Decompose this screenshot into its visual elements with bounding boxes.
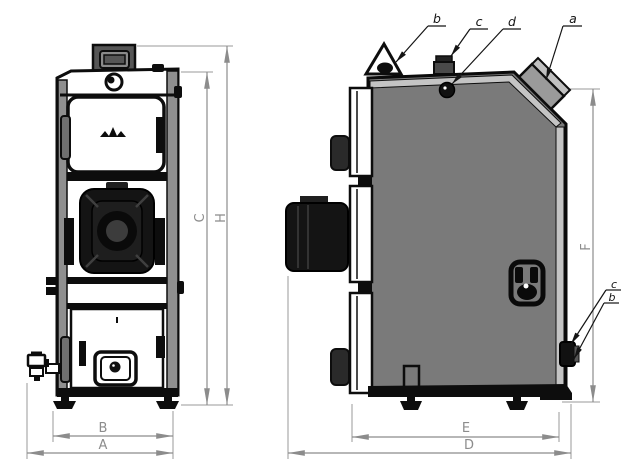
callout-label-a: a bbox=[569, 11, 577, 26]
side-body bbox=[366, 70, 568, 394]
upper-door-latch bbox=[60, 115, 71, 160]
front-foot-right bbox=[156, 401, 179, 409]
middle-door-hinge-right bbox=[155, 218, 165, 265]
lower-door-latch bbox=[60, 336, 71, 383]
separator-bar-1 bbox=[67, 172, 167, 181]
dim-label-E: E bbox=[462, 421, 470, 436]
leader-rear-c bbox=[570, 289, 607, 345]
upper-door-handle bbox=[330, 135, 350, 171]
callout-label-rear-b: b bbox=[609, 291, 616, 304]
dim-label-H: H bbox=[214, 213, 229, 223]
front-base-bar bbox=[57, 388, 178, 397]
leader-d bbox=[451, 28, 504, 85]
lower-door-edge bbox=[348, 291, 374, 395]
callout-leaders bbox=[395, 25, 621, 360]
middle-door-hinge-left bbox=[64, 218, 74, 265]
door-lock bbox=[508, 259, 546, 307]
right-edge-bump-lower bbox=[177, 281, 184, 294]
left-edge-tab-2 bbox=[46, 287, 57, 295]
callout-label-b: b bbox=[433, 11, 441, 26]
sensor-cap bbox=[433, 55, 455, 75]
lifting-lug bbox=[363, 41, 404, 76]
lower-door bbox=[60, 307, 165, 390]
door-viewport bbox=[93, 350, 138, 387]
side-foot-front bbox=[400, 401, 422, 410]
callout-label-rear-c: c bbox=[611, 278, 617, 291]
thermometer-knob bbox=[104, 72, 124, 92]
dim-label-C: C bbox=[193, 213, 208, 222]
upper-door-hinge bbox=[156, 117, 165, 153]
dim-label-F: F bbox=[579, 243, 594, 250]
upper-door bbox=[60, 95, 166, 174]
fan-motor bbox=[285, 196, 349, 272]
upper-door-edge bbox=[348, 86, 374, 178]
front-feet bbox=[53, 397, 179, 409]
top-right-bump bbox=[152, 64, 164, 72]
drain-valve bbox=[26, 351, 60, 381]
side-base-bar bbox=[368, 384, 572, 400]
middle-door-edge bbox=[348, 184, 374, 284]
dim-label-B: B bbox=[99, 421, 108, 436]
right-side-strip bbox=[166, 70, 179, 394]
door-emblem bbox=[100, 127, 126, 137]
separator-bar-3 bbox=[67, 303, 167, 309]
side-door-edges bbox=[330, 86, 374, 395]
lower-door-hinge bbox=[156, 336, 165, 358]
right-edge-bump-upper bbox=[174, 86, 182, 98]
dimension-lines bbox=[26, 46, 596, 456]
door-gap-wedge-2 bbox=[358, 282, 372, 294]
lower-door-pin bbox=[79, 341, 86, 366]
side-foot-back bbox=[506, 401, 528, 410]
front-foot-left bbox=[53, 401, 76, 409]
front-view bbox=[26, 43, 184, 409]
side-view bbox=[285, 41, 580, 410]
burner-fan-unit bbox=[64, 182, 165, 274]
side-feet bbox=[400, 397, 528, 410]
callout-label-d: d bbox=[508, 14, 516, 29]
cleanout-knob bbox=[438, 81, 456, 99]
leader-c bbox=[450, 28, 471, 57]
dim-label-A: A bbox=[99, 438, 108, 453]
callout-label-c: c bbox=[476, 14, 483, 29]
left-edge-tab-1 bbox=[46, 277, 57, 285]
leader-b bbox=[395, 25, 429, 63]
leader-rear-b bbox=[573, 302, 605, 360]
leader-a bbox=[545, 25, 564, 81]
lower-door-handle bbox=[330, 348, 350, 386]
dim-label-D: D bbox=[464, 438, 474, 453]
separator-bar-2 bbox=[67, 277, 167, 284]
